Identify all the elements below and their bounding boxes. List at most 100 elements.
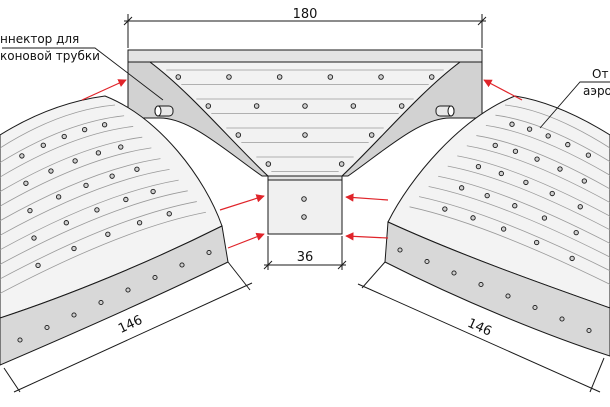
left-stripe bbox=[0, 104, 116, 149]
side-hole bbox=[505, 293, 511, 299]
perforation-hole bbox=[253, 103, 260, 109]
perforation-hole bbox=[545, 133, 551, 139]
right-side-holes bbox=[397, 247, 592, 334]
right-stripe bbox=[409, 206, 610, 285]
perforation-hole bbox=[500, 226, 507, 232]
perforation-hole bbox=[265, 161, 272, 167]
perforation-hole bbox=[302, 132, 308, 138]
perforation-hole bbox=[509, 121, 515, 127]
perforation-hole bbox=[35, 262, 41, 269]
left-holes bbox=[19, 122, 172, 269]
perforation-hole bbox=[541, 215, 548, 221]
side-hole bbox=[125, 287, 131, 293]
right-stripe bbox=[485, 124, 610, 176]
right-callout-line1: От bbox=[592, 67, 608, 81]
perforation-hole bbox=[101, 122, 108, 128]
arrow-right-top bbox=[483, 79, 523, 101]
perforation-hole bbox=[442, 206, 448, 212]
perforation-hole bbox=[557, 166, 563, 172]
perforation-hole bbox=[526, 126, 533, 132]
perforation-hole bbox=[327, 74, 334, 80]
side-hole bbox=[478, 281, 484, 288]
perforation-hole bbox=[94, 207, 100, 213]
perforation-hole bbox=[458, 185, 465, 191]
left-stripe bbox=[0, 126, 134, 178]
perforation-hole bbox=[235, 132, 242, 138]
side-hole bbox=[206, 249, 212, 256]
right-stripe bbox=[495, 114, 610, 162]
left-stripe bbox=[0, 158, 161, 222]
right-stripe bbox=[466, 145, 610, 203]
dimension-left-label: 146 bbox=[116, 313, 145, 337]
right-stripe bbox=[447, 165, 610, 231]
left-stripe bbox=[0, 115, 125, 163]
perforation-hole bbox=[63, 220, 69, 226]
side-hole bbox=[17, 337, 23, 343]
right-curved-panel bbox=[384, 95, 610, 357]
perforation-hole bbox=[166, 211, 172, 217]
left-callout-line1: ннектор для bbox=[0, 32, 79, 46]
side-hole bbox=[98, 299, 104, 306]
perforation-hole bbox=[61, 133, 67, 140]
perforation-hole bbox=[205, 103, 212, 109]
perforation-hole bbox=[71, 245, 77, 252]
perforation-hole bbox=[350, 103, 357, 109]
right-callout-line2: аэро bbox=[583, 84, 610, 98]
side-hole bbox=[586, 327, 592, 334]
perforation-hole bbox=[549, 190, 555, 197]
perforation-hole bbox=[475, 163, 482, 170]
perforation-hole bbox=[123, 196, 129, 203]
perforation-hole bbox=[573, 229, 579, 236]
perforation-hole bbox=[226, 74, 232, 80]
perforation-hole bbox=[492, 142, 498, 149]
perforation-hole bbox=[585, 152, 592, 158]
side-hole bbox=[532, 304, 538, 311]
left-side-holes bbox=[17, 249, 212, 343]
right-stripe bbox=[438, 175, 610, 244]
perforation-hole bbox=[368, 132, 375, 138]
perforation-hole bbox=[338, 161, 345, 167]
dimension-right-label: 146 bbox=[465, 316, 494, 340]
left-stripe bbox=[0, 168, 170, 236]
side-hole bbox=[152, 274, 158, 281]
perforation-hole bbox=[136, 220, 143, 226]
perforation-hole bbox=[512, 203, 518, 209]
left-stripe bbox=[0, 136, 143, 192]
dimension-right bbox=[357, 261, 605, 393]
left-callout: ннектор для коновой трубки bbox=[0, 32, 164, 101]
left-tube-connector bbox=[154, 105, 174, 117]
perforation-hole bbox=[105, 231, 111, 237]
arrow-left-top bbox=[81, 79, 127, 101]
perforation-hole bbox=[577, 204, 583, 210]
center-stripes bbox=[166, 69, 444, 172]
perforation-hole bbox=[534, 239, 540, 246]
arrow-right-neck-bottom bbox=[345, 232, 389, 241]
side-hole bbox=[179, 262, 185, 268]
perforation-hole bbox=[470, 215, 476, 221]
perforation-hole bbox=[498, 170, 504, 177]
side-hole bbox=[44, 324, 50, 331]
arrow-left-neck-bottom bbox=[227, 232, 265, 249]
perforation-hole bbox=[83, 182, 89, 189]
center-neck bbox=[267, 175, 343, 235]
perforation-hole bbox=[398, 103, 405, 109]
left-stripe bbox=[0, 147, 152, 207]
perforation-hole bbox=[55, 194, 62, 200]
perforation-hole bbox=[534, 156, 540, 162]
perforation-hole bbox=[569, 255, 575, 262]
dimension-neck-label: 36 bbox=[297, 250, 314, 265]
perforation-hole bbox=[581, 178, 587, 184]
perforation-hole bbox=[72, 158, 78, 164]
center-back-wall bbox=[127, 49, 483, 63]
right-holes bbox=[442, 121, 592, 262]
side-hole bbox=[397, 247, 403, 253]
dimension-left bbox=[3, 261, 253, 393]
right-stripe bbox=[504, 104, 610, 149]
left-stripes bbox=[0, 104, 206, 294]
arrow-left-neck-top bbox=[219, 194, 265, 211]
perforation-hole bbox=[512, 148, 519, 154]
perforation-hole bbox=[118, 144, 124, 150]
right-stripe bbox=[428, 186, 610, 258]
left-stripe bbox=[0, 201, 197, 280]
